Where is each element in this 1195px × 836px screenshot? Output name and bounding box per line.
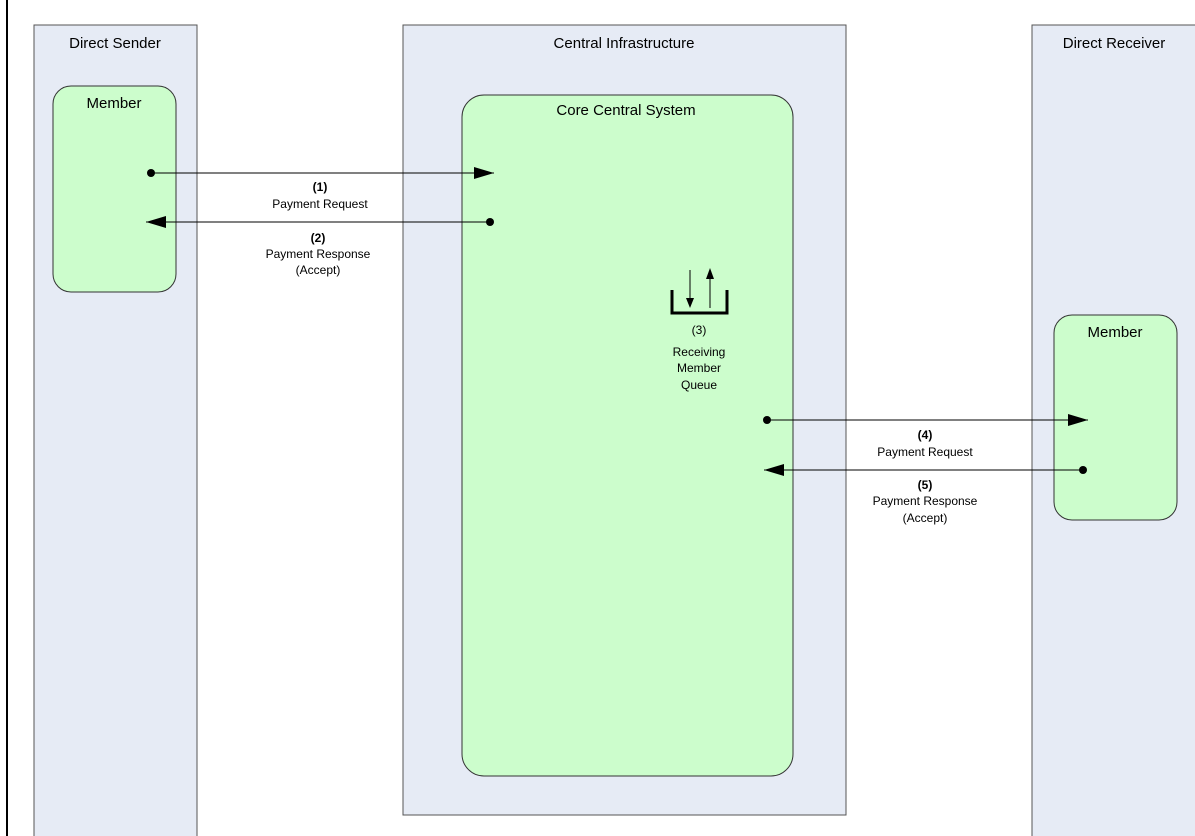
step-1-number: (1) xyxy=(313,180,328,194)
receiver-member-box: Member xyxy=(1053,314,1178,521)
step-5-label: (5) Payment Response (Accept) xyxy=(873,478,978,525)
step-3-text-line-1: Receiving xyxy=(673,345,726,359)
step-4-text: Payment Request xyxy=(877,445,973,459)
step-2-arrow xyxy=(146,216,494,228)
queue-icon-container xyxy=(670,290,729,315)
step-5-text-line-1: Payment Response xyxy=(873,494,978,508)
receiver-member-box-background xyxy=(1053,314,1178,521)
step-2-text-line-2: (Accept) xyxy=(296,263,341,277)
step-1-label: (1) Payment Request xyxy=(272,180,368,211)
lane-direct-sender-title: Direct Sender xyxy=(69,35,161,52)
core-central-system-box: Core Central System xyxy=(461,94,794,777)
step-1-text: Payment Request xyxy=(272,197,368,211)
step-4-label: (4) Payment Request xyxy=(877,428,973,459)
step-3-text-line-3: Queue xyxy=(681,378,717,392)
step-5-arrow xyxy=(764,464,1087,476)
lane-central-infrastructure-title: Central Infrastructure xyxy=(554,35,695,52)
step-2-number: (2) xyxy=(311,231,326,245)
step-5-text-line-2: (Accept) xyxy=(903,511,948,525)
receiver-member-title: Member xyxy=(1087,324,1142,341)
step-3-label: (3) Receiving Member Queue xyxy=(673,323,726,392)
step-4-number: (4) xyxy=(918,428,933,442)
sender-member-title: Member xyxy=(86,95,141,112)
step-3-number: (3) xyxy=(692,323,707,337)
core-central-system-box-background xyxy=(461,94,794,777)
step-3-text-line-2: Member xyxy=(677,361,721,375)
lane-direct-receiver-title: Direct Receiver xyxy=(1063,35,1166,52)
step-1-arrow xyxy=(147,167,494,179)
sender-member-box-background xyxy=(52,85,177,293)
step-2-label: (2) Payment Response (Accept) xyxy=(266,231,371,277)
step-2-text-line-1: Payment Response xyxy=(266,247,371,261)
sender-member-box: Member xyxy=(52,85,177,293)
step-5-number: (5) xyxy=(918,478,933,492)
queue-icon xyxy=(670,268,729,315)
step-4-arrow xyxy=(763,414,1088,426)
core-central-system-title: Core Central System xyxy=(556,102,695,119)
